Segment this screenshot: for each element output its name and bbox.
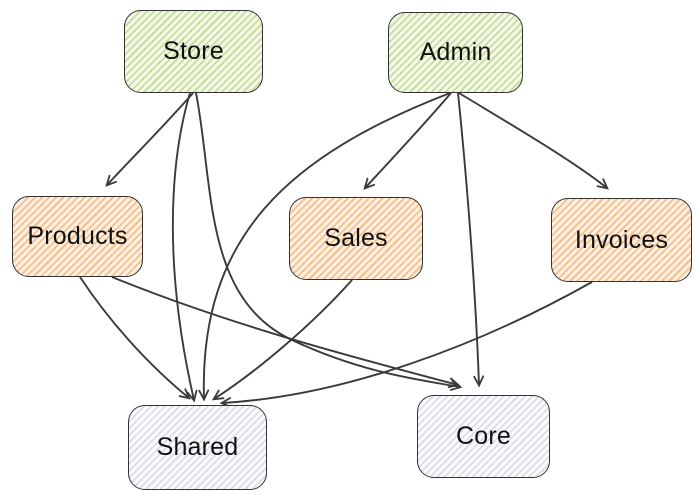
node-core: Core (417, 395, 550, 478)
node-store: Store (124, 10, 263, 93)
edge-admin-invoices (458, 92, 609, 190)
edge-invoices-shared (219, 281, 593, 408)
node-label-store: Store (163, 37, 224, 65)
node-sales: Sales (289, 197, 423, 280)
node-label-sales: Sales (324, 224, 388, 252)
node-label-admin: Admin (419, 38, 492, 66)
edge-products-core (111, 276, 461, 389)
node-products: Products (12, 196, 143, 277)
edge-store-products (105, 92, 194, 187)
edge-products-shared (79, 276, 191, 400)
edge-admin-core (457, 92, 485, 388)
edge-admin-sales (363, 92, 452, 190)
node-admin: Admin (388, 12, 523, 93)
node-invoices: Invoices (551, 198, 692, 282)
edge-store-core (195, 92, 463, 391)
node-label-shared: Shared (156, 433, 239, 461)
node-shared: Shared (128, 405, 267, 490)
node-label-core: Core (456, 422, 511, 450)
edge-admin-shared (198, 92, 451, 402)
node-label-invoices: Invoices (574, 225, 669, 254)
edge-sales-shared (211, 279, 353, 401)
node-label-products: Products (27, 222, 128, 250)
edge-store-shared (171, 92, 198, 403)
